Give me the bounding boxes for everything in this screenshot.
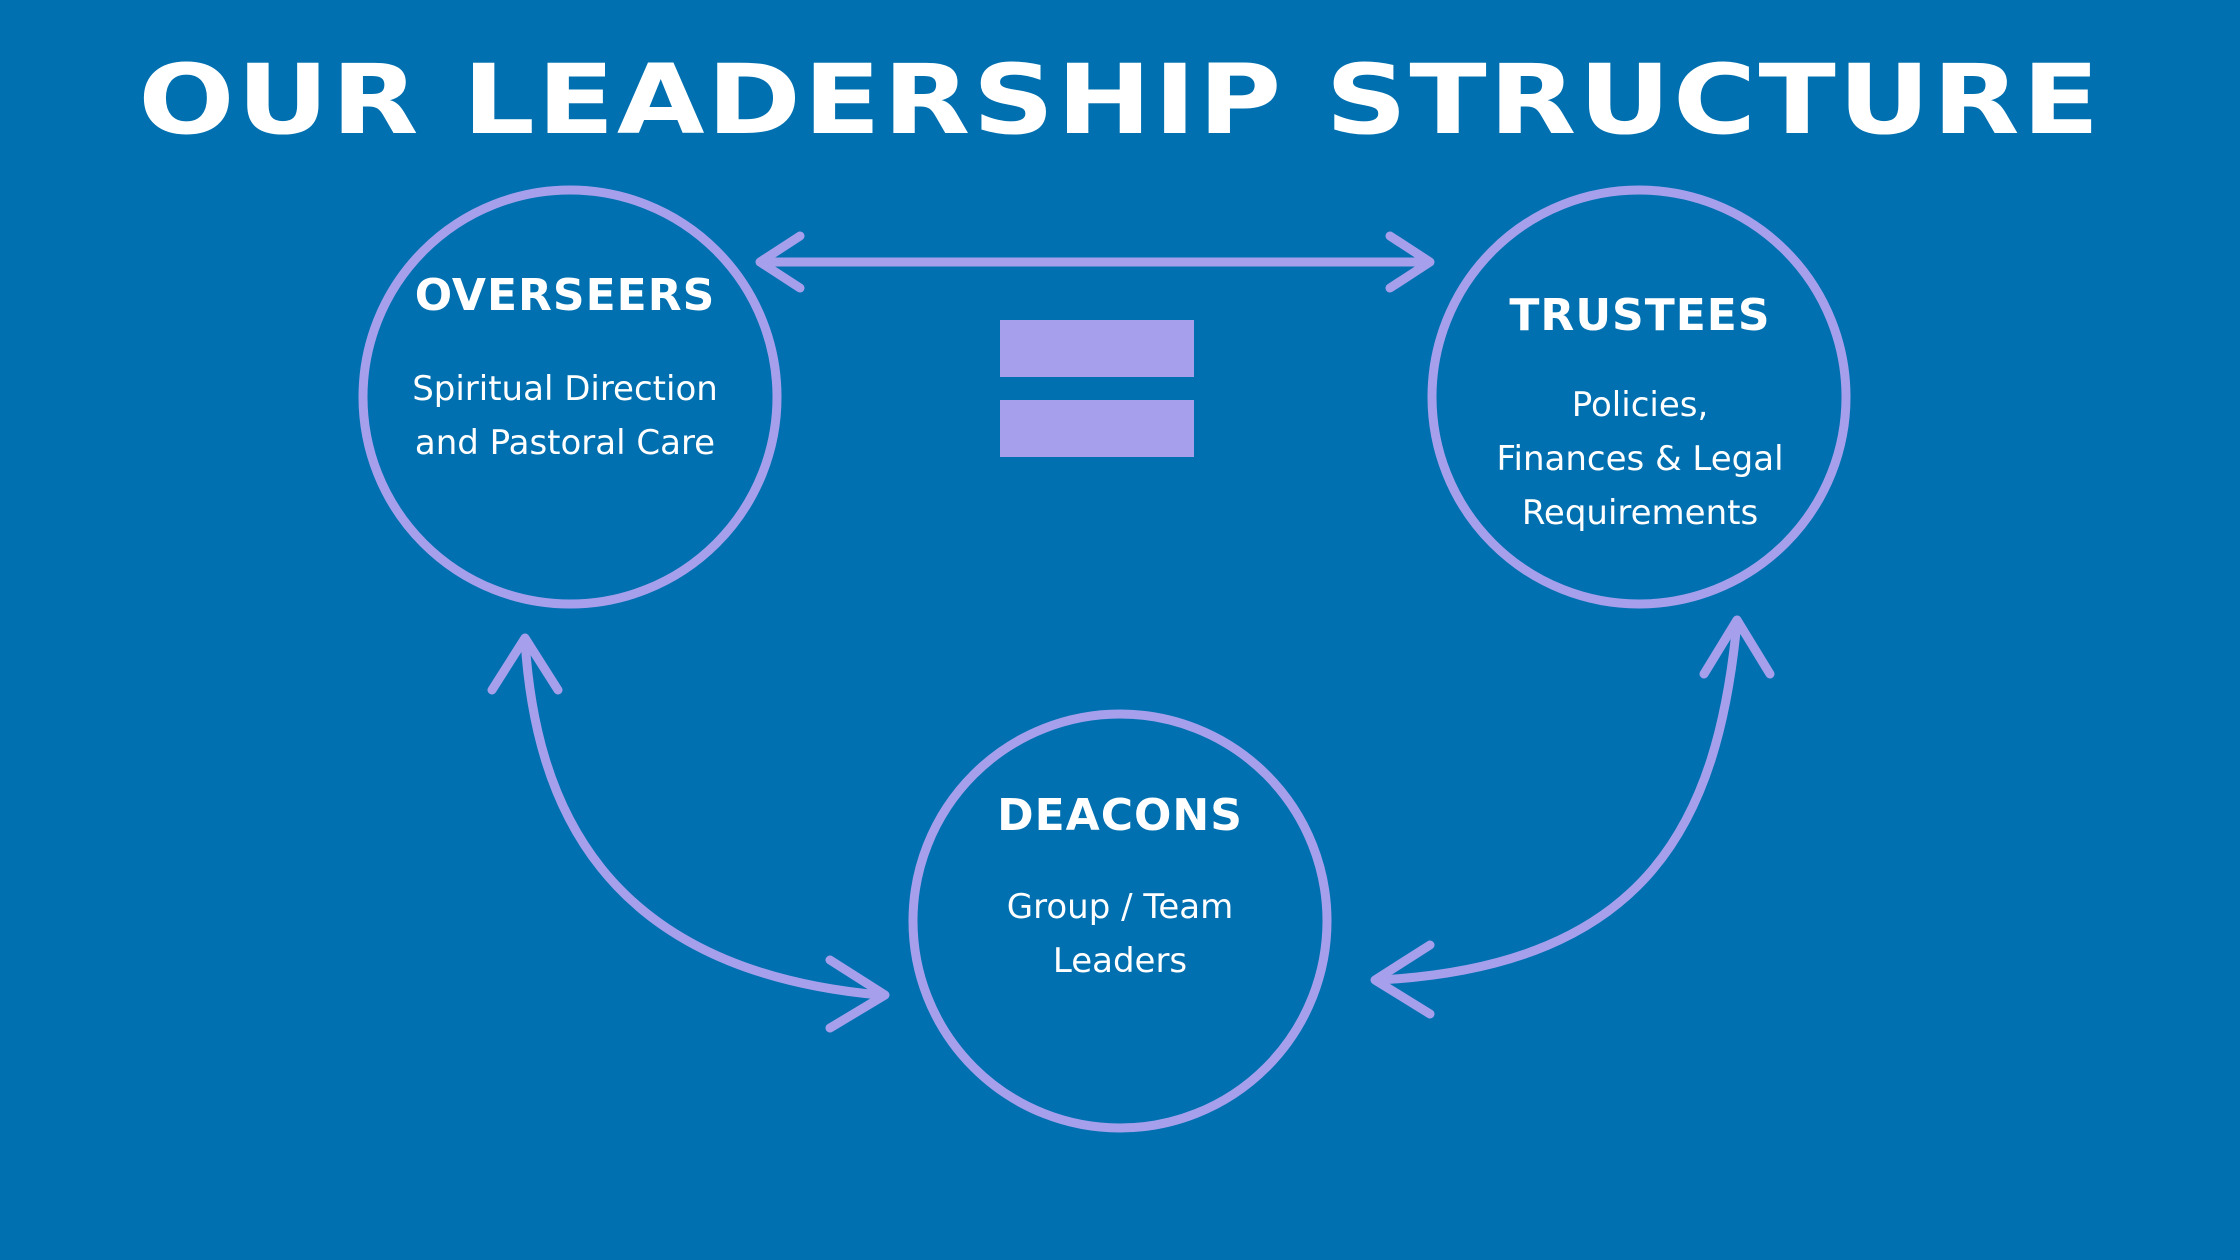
- deacons-node: DEACONS Group / Team Leaders: [940, 788, 1300, 988]
- trustees-circle: [1427, 185, 1851, 609]
- trustees-node: TRUSTEES Policies, Finances & Legal Requ…: [1450, 288, 1830, 540]
- overseers-description: Spiritual Direction and Pastoral Care: [380, 362, 750, 470]
- overseers-node: OVERSEERS Spiritual Direction and Pastor…: [380, 268, 750, 470]
- trustees-description: Policies, Finances & Legal Requirements: [1450, 378, 1830, 540]
- double-arrow-icon: [755, 231, 1435, 293]
- equals-sign-icon: [1000, 320, 1194, 457]
- deacons-desc-line: Leaders: [1052, 941, 1188, 981]
- double-arrow-icon: [487, 633, 890, 1033]
- trustees-title: TRUSTEES: [1509, 290, 1771, 341]
- page-title: OUR LEADERSHIP STRUCTURE: [138, 44, 2102, 156]
- deacons-desc-line: Group / Team: [1006, 887, 1234, 927]
- trustees-desc-line: Policies,: [1571, 385, 1709, 425]
- deacons-circle: [908, 709, 1332, 1133]
- trustees-desc-line: Requirements: [1521, 493, 1759, 533]
- overseers-desc-line: Spiritual Direction: [412, 369, 718, 409]
- deacons-title: DEACONS: [997, 790, 1243, 841]
- overseers-circle: [358, 185, 782, 609]
- trustees-desc-line: Finances & Legal: [1496, 439, 1784, 479]
- deacons-description: Group / Team Leaders: [940, 880, 1300, 988]
- double-arrow-icon: [1370, 615, 1775, 1019]
- overseers-title: OVERSEERS: [414, 270, 716, 321]
- overseers-desc-line: and Pastoral Care: [414, 423, 716, 463]
